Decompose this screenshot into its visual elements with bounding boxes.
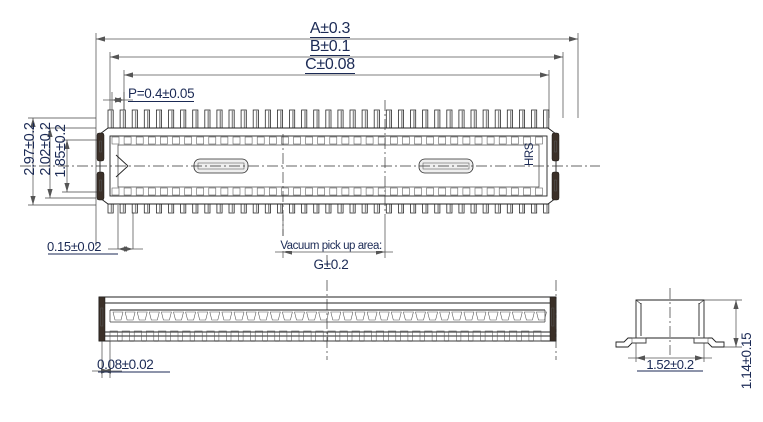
dimension-line-a [96, 36, 578, 42]
top-view-connector-body: HRS [20, 109, 600, 214]
dimension-label-vacuum-span-text: G±0.2 [313, 257, 349, 272]
dimension-line-c [124, 72, 549, 78]
dimension-label-foot-span-text: 1.52±0.2 [646, 357, 694, 372]
dimension-label-b-text: B±0.1 [309, 38, 351, 56]
top-view-inner-contact-slots [111, 136, 543, 196]
dimension-line-b [110, 54, 563, 60]
dimension-label-height-inner-text: 1.85±0.2 [53, 124, 69, 178]
dimension-label-height-total-text: 2.97±0.2 [22, 122, 38, 176]
dimension-label-tab-width-text: 0.15±0.02 [47, 239, 102, 254]
dimension-line-height-mid [47, 128, 53, 198]
dimension-label-c: C±0.08 [283, 56, 377, 74]
dimension-label-b: B±0.1 [289, 38, 371, 56]
dimension-label-lead-thickness-text: 0.08±0.02 [97, 357, 154, 372]
front-view-lead-row [99, 330, 556, 342]
dimension-label-c-text: C±0.08 [305, 56, 355, 74]
dimension-label-body-height: 1.14±0.15 [738, 306, 756, 416]
dimension-label-vacuum-span: G±0.2 [276, 256, 386, 274]
dimension-label-height-inner: 1.85±0.2 [52, 103, 70, 199]
hrs-brand-text: HRS [524, 142, 536, 166]
right-solder-tabs [551, 132, 560, 201]
dimension-line-pitch [103, 97, 133, 103]
dimension-line-tab-width [48, 246, 143, 255]
pin-one-triangle-marker [115, 154, 129, 178]
dimension-label-foot-span: 1.52±0.2 [634, 356, 706, 374]
front-view [92, 280, 557, 378]
top-view-extension-lines [28, 33, 579, 249]
dimension-label-lead-thickness: 0.08±0.02 [97, 356, 154, 374]
vacuum-pickup-note: Vacuum pick up area: [276, 236, 386, 254]
vacuum-pickup-note-text: Vacuum pick up area: [280, 240, 382, 252]
dimension-label-pitch-text: P=0.4±0.05 [128, 86, 195, 102]
dimension-label-tab-width: 0.15±0.02 [47, 238, 102, 256]
vacuum-pickup-callout [275, 100, 393, 268]
dimension-label-a: A±0.3 [289, 20, 371, 38]
hrs-brand-mark: HRS [524, 142, 536, 166]
left-solder-tabs [96, 132, 105, 201]
front-view-contact-band [112, 311, 547, 321]
side-section-view [615, 288, 742, 372]
dimension-line-height-total [30, 118, 36, 205]
dimension-label-body-height-text: 1.14±0.15 [739, 332, 754, 390]
dimension-label-pitch: P=0.4±0.05 [128, 85, 195, 103]
dimension-label-a-text: A±0.3 [309, 20, 351, 38]
